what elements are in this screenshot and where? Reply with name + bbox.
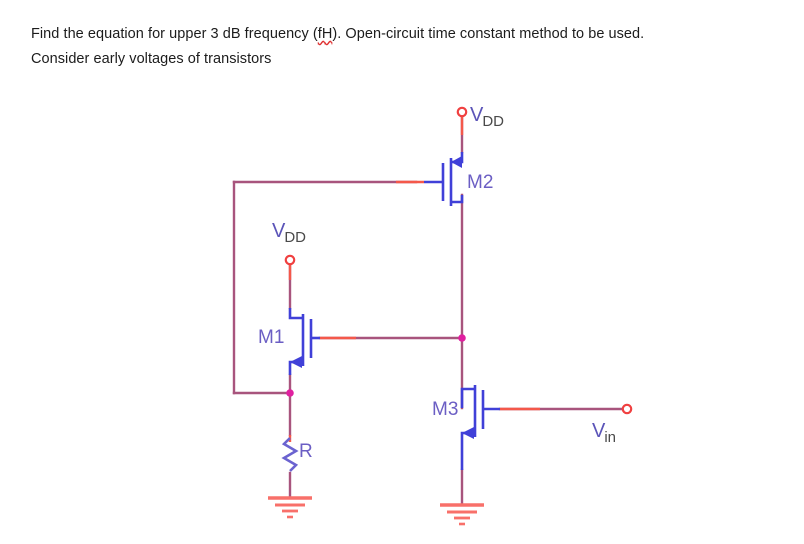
transistor-m1 — [288, 308, 320, 375]
ground-symbol-resistor — [268, 496, 312, 519]
m1-bulk-arrow — [290, 356, 302, 368]
label-vdd-top: VDD — [470, 104, 505, 129]
junction-dot-m1-source — [286, 389, 294, 397]
m2-drain-lead — [451, 195, 464, 204]
resistor-r — [281, 437, 299, 472]
terminal-vin — [621, 403, 633, 415]
ground-group — [268, 496, 484, 526]
terminal-vdd-top — [456, 106, 468, 118]
label-m3: M3 — [432, 399, 459, 420]
label-vin: Vin — [592, 420, 617, 445]
m3-drain-lead — [460, 387, 475, 408]
question-line-1: Find the equation for upper 3 dB frequen… — [31, 22, 776, 47]
junction-dot-output — [458, 334, 466, 342]
junction-group — [286, 334, 466, 397]
label-vin-sub: in — [604, 429, 617, 446]
label-m1: M1 — [258, 327, 285, 348]
ground-symbol-m3 — [440, 503, 484, 526]
label-vdd-left-sub: DD — [284, 229, 307, 246]
question-line-1-part-b: ). Open-circuit time constant method to … — [332, 26, 645, 42]
label-m2: M2 — [467, 172, 494, 193]
label-vin-main: V — [592, 420, 606, 442]
label-resistor: R — [299, 441, 313, 462]
question-line-1-part-a: Find the equation for upper 3 dB frequen… — [31, 26, 318, 42]
m2-bulk-arrow — [451, 156, 462, 168]
misspelled-word-fh: fH — [317, 26, 333, 42]
question-line-2: Consider early voltages of transistors — [31, 51, 272, 67]
label-vdd-left-main: V — [272, 220, 286, 242]
terminal-vdd-left — [284, 254, 296, 266]
resistor-zigzag — [281, 437, 299, 472]
terminal-group — [284, 106, 633, 415]
label-vdd-top-main: V — [470, 104, 484, 126]
circuit-diagram: VDD M2 VDD M1 R M3 Vin — [0, 90, 804, 544]
m1-drain-lead — [288, 308, 303, 320]
transistor-m2 — [424, 152, 464, 206]
transistor-m3 — [460, 385, 500, 470]
m3-bulk-arrow — [462, 427, 474, 439]
label-vdd-top-sub: DD — [482, 113, 505, 130]
m3-source-lead — [460, 431, 475, 470]
circuit-schematic-svg — [232, 106, 633, 526]
wire-group — [232, 113, 624, 507]
label-vdd-left: VDD — [272, 220, 307, 245]
question-text-block: Find the equation for upper 3 dB frequen… — [31, 22, 776, 72]
wire-highlight-group — [288, 115, 540, 442]
